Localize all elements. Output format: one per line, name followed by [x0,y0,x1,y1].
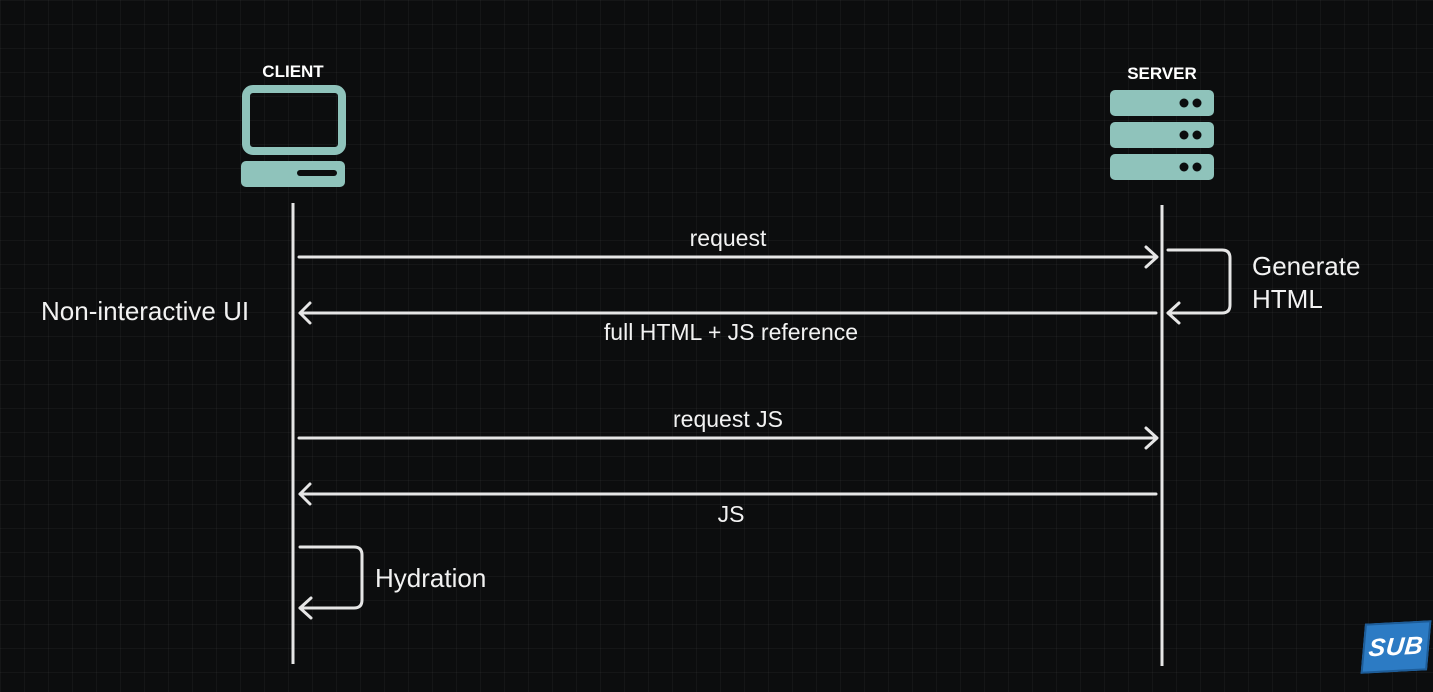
request-js-arrow [297,426,1159,450]
generate-html-loop-arrow [1166,248,1232,325]
generate-html-line-2: HTML [1252,284,1323,314]
sub-badge-text: SUB [1367,631,1425,662]
computer-icon [241,85,346,187]
generate-html-line-1: Generate [1252,251,1361,281]
full-html-arrow [298,301,1158,325]
request-js-label: request JS [673,406,783,432]
server-icon [1110,90,1214,180]
js-arrow [298,482,1158,506]
client-label: CLIENT [262,62,324,81]
non-interactive-ui-label: Non-interactive UI [41,296,250,326]
hydration-loop-arrow [298,545,364,620]
sub-badge: SUB [1360,620,1432,674]
generate-html-label: Generate HTML [1252,250,1360,316]
full-html-label: full HTML + JS reference [603,319,859,345]
server-label: SERVER [1127,64,1197,83]
request-label: request [689,225,767,251]
js-label: JS [717,501,745,527]
request-arrow [297,245,1159,269]
hydration-label: Hydration [375,563,487,593]
